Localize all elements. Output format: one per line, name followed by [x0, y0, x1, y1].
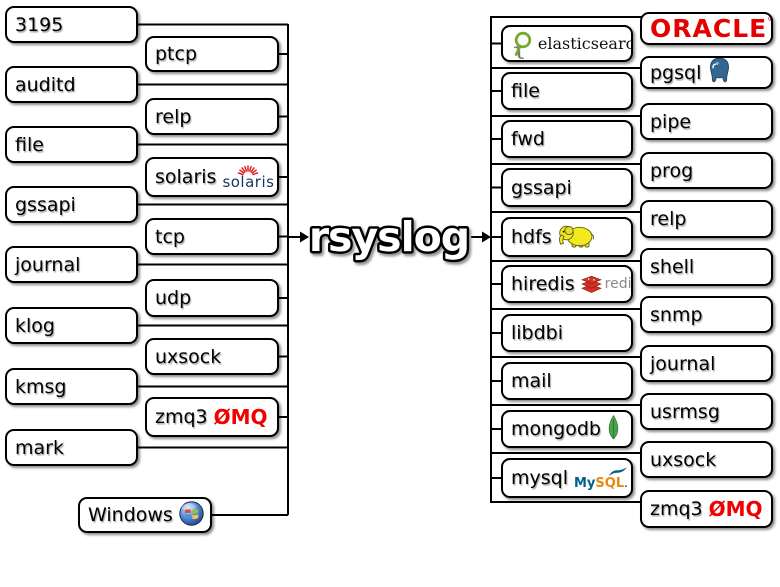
module-label: snmp — [650, 303, 703, 326]
registered-mark: ® — [767, 14, 771, 23]
output-module-file: file — [501, 72, 633, 110]
redis-icon — [580, 275, 602, 293]
elasticsearch-logo: { elasticsearch. — [511, 29, 633, 60]
output-module-uxsock: uxsock — [640, 441, 773, 478]
module-label: relp — [650, 208, 687, 230]
input-module-mark: mark — [5, 429, 138, 466]
zeromq-logo: ØMQ — [213, 405, 268, 429]
input-module-uxsock: uxsock — [145, 338, 279, 375]
module-label: uxsock — [650, 448, 717, 471]
input-module-kmsg: kmsg — [5, 368, 138, 405]
module-label: 3195 — [15, 13, 64, 36]
module-label: usrmsg — [650, 400, 720, 423]
solaris-logo-text: solaris — [222, 172, 275, 191]
input-module-file: file — [5, 126, 138, 163]
module-label: solaris — [155, 166, 217, 188]
output-module-hdfs: hdfs — [501, 217, 633, 257]
input-module-klog: klog — [5, 307, 138, 344]
output-module-elasticsearch: { elasticsearch. — [501, 25, 633, 62]
module-label: Windows — [88, 504, 173, 526]
output-module-ORACLE: ORACLE® — [640, 12, 773, 45]
mysql-logo-text: MySQL. — [574, 475, 628, 491]
connector-lines — [136, 16, 643, 516]
output-module-journal: journal — [640, 345, 773, 382]
output-module-libdbi: libdbi — [501, 314, 633, 352]
mongodb-leaf-icon — [607, 414, 620, 444]
output-module-pgsql: pgsql — [640, 56, 773, 89]
output-module-snmp: snmp — [640, 296, 773, 333]
input-module-solaris: solaris solaris — [145, 157, 279, 197]
input-module-udp: udp — [145, 279, 279, 317]
module-label: shell — [650, 256, 695, 278]
module-label: pgsql — [650, 61, 702, 84]
output-module-mail: mail — [501, 362, 633, 400]
input-module-Windows: Windows — [78, 497, 212, 533]
input-module-3195: 3195 — [5, 6, 138, 43]
module-label: hiredis — [511, 273, 575, 295]
solaris-logo: solaris — [222, 164, 275, 191]
mysql-logo: MySQL. — [574, 467, 628, 490]
input-module-auditd: auditd — [5, 66, 138, 103]
input-module-ptcp: ptcp — [145, 36, 279, 72]
output-module-mongodb: mongodb — [501, 410, 633, 448]
rsyslog-title: rsyslog — [309, 213, 469, 261]
module-label: tcp — [155, 225, 185, 248]
module-label: file — [511, 80, 540, 102]
module-label: zmq3 — [650, 498, 703, 520]
input-module-relp: relp — [145, 98, 279, 135]
output-module-relp: relp — [640, 200, 773, 238]
module-label: fwd — [511, 128, 545, 150]
hadoop-elephant-icon — [558, 223, 594, 252]
input-module-zmq3: zmq3 ØMQ — [145, 397, 279, 437]
module-label: klog — [15, 314, 55, 337]
module-label: file — [15, 133, 44, 156]
module-label: ptcp — [155, 43, 198, 65]
module-label: mongodb — [511, 418, 601, 440]
output-module-usrmsg: usrmsg — [640, 393, 773, 430]
output-module-zmq3: zmq3 ØMQ — [640, 490, 773, 528]
module-label: uxsock — [155, 345, 222, 368]
module-label: kmsg — [15, 375, 67, 398]
postgresql-elephant-icon — [707, 58, 732, 87]
module-label: mysql — [511, 467, 568, 489]
mysql-dolphin-icon — [608, 467, 627, 476]
module-label: relp — [155, 105, 192, 128]
redis-logo-text: redis — [604, 276, 632, 292]
module-label: ORACLE® — [650, 14, 771, 43]
module-label: auditd — [15, 73, 76, 96]
module-label: prog — [650, 159, 694, 182]
output-module-shell: shell — [640, 248, 773, 286]
module-label: journal — [15, 253, 81, 276]
module-label: udp — [155, 287, 192, 309]
module-label: mark — [15, 436, 64, 459]
module-label: gssapi — [511, 176, 572, 199]
elasticsearch-magnifier-icon — [514, 31, 532, 56]
output-module-hiredis: hiredis redis — [501, 265, 633, 303]
solaris-sun-rays-icon — [238, 164, 259, 175]
output-module-gssapi: gssapi — [501, 168, 633, 207]
module-label: zmq3 — [155, 406, 208, 428]
input-module-journal: journal — [5, 246, 138, 283]
redis-logo: redis — [580, 275, 632, 294]
elasticsearch-logo-text: elasticsearch. — [537, 34, 633, 53]
module-label: pipe — [650, 110, 692, 133]
module-label: gssapi — [15, 193, 76, 216]
zeromq-logo: ØMQ — [708, 497, 763, 521]
output-module-prog: prog — [640, 152, 773, 189]
input-module-gssapi: gssapi — [5, 186, 138, 223]
output-module-mysql: mysql MySQL. — [501, 458, 633, 498]
module-label: hdfs — [511, 226, 552, 248]
module-label: mail — [511, 370, 552, 392]
input-module-tcp: tcp — [145, 218, 279, 255]
module-label: journal — [650, 352, 716, 375]
output-module-fwd: fwd — [501, 120, 633, 158]
windows-logo-icon — [179, 500, 204, 530]
output-module-pipe: pipe — [640, 103, 773, 140]
module-label: libdbi — [511, 322, 564, 344]
